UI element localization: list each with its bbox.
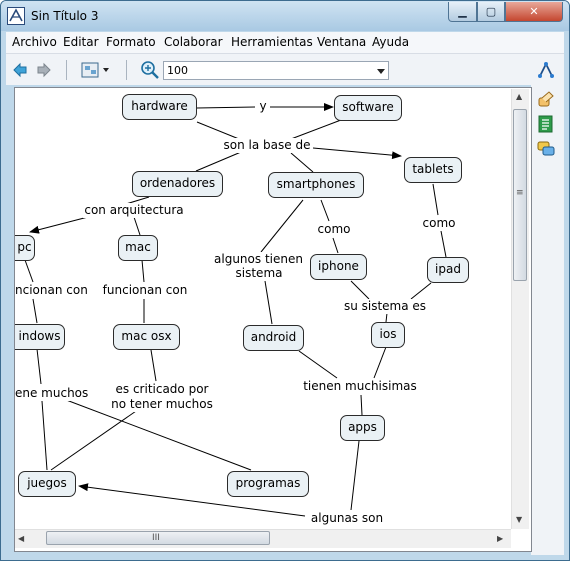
notes-list-icon[interactable] (537, 115, 555, 133)
menu-ventana[interactable]: Ventana (317, 35, 367, 49)
concept-pc[interactable]: pc (15, 235, 35, 261)
menu-herramientas[interactable]: Herramientas (231, 35, 313, 49)
view-options-icon[interactable] (81, 61, 111, 79)
concept-windows[interactable]: indows (15, 324, 65, 350)
link-label-funcionan-con[interactable]: funcionan con (100, 283, 190, 298)
menu-editar[interactable]: Editar (63, 35, 99, 49)
chat-collaboration-icon[interactable] (537, 140, 555, 158)
link-label-funcionan-con[interactable]: ncionan con (15, 283, 88, 298)
concept-android[interactable]: android (243, 325, 304, 351)
concept-hardware[interactable]: hardware (122, 94, 197, 120)
link-label-algunos-tienen[interactable]: algunos tienen (211, 252, 306, 267)
back-arrow-icon[interactable] (12, 62, 28, 78)
menu-formato[interactable]: Formato (106, 35, 156, 49)
link-label-son-la-base-de[interactable]: son la base de (221, 138, 313, 153)
concept-programas[interactable]: programas (227, 471, 309, 497)
concept-mac-osx[interactable]: mac osx (113, 324, 180, 350)
concept-mac[interactable]: mac (118, 235, 158, 261)
horizontal-scroll-thumb[interactable] (46, 531, 270, 545)
scroll-right-arrow-icon[interactable]: ▶ (497, 534, 504, 543)
minimize-button[interactable]: ▁ (448, 2, 477, 22)
concept-iphone[interactable]: iphone (310, 254, 367, 280)
link-label-su-sistema-es[interactable]: su sistema es (341, 299, 429, 314)
link-tool-icon[interactable] (537, 90, 555, 108)
concept-juegos[interactable]: juegos (18, 471, 76, 497)
zoom-magnifier-icon[interactable] (140, 60, 160, 80)
toolbar-separator (66, 60, 67, 80)
concept-tablets[interactable]: tablets (404, 157, 462, 183)
concept-ipad[interactable]: ipad (427, 257, 469, 283)
concept-software[interactable]: software (334, 95, 402, 121)
menu-archivo[interactable]: Archivo (12, 35, 57, 49)
horizontal-grip-icon: III (152, 533, 160, 543)
link-label-como[interactable]: como (315, 222, 353, 237)
close-button[interactable]: ✕ (505, 2, 563, 22)
forward-arrow-icon[interactable] (36, 62, 52, 78)
link-label-sistema[interactable]: sistema (229, 266, 289, 281)
concept-ios[interactable]: ios (371, 322, 405, 348)
window-title: Sin Título 3 (31, 9, 99, 23)
concept-map-connections (24, 103, 447, 517)
maximize-button[interactable]: ▢ (477, 2, 505, 22)
link-label-como[interactable]: como (420, 216, 458, 231)
chevron-down-icon[interactable] (377, 69, 385, 74)
concept-smartphones[interactable]: smartphones (268, 172, 364, 198)
link-label-no-tener-muchos[interactable]: no tener muchos (109, 397, 215, 412)
menu-colaborar[interactable]: Colaborar (164, 35, 223, 49)
concept-apps[interactable]: apps (340, 415, 385, 441)
zoom-combobox[interactable]: 100 (163, 61, 389, 80)
app-logo-icon (7, 7, 25, 25)
link-label-tienen-muchisimas[interactable]: tienen muchisimas (301, 379, 419, 394)
scroll-left-arrow-icon[interactable]: ◀ (18, 534, 25, 543)
link-label-es-criticado-por[interactable]: es criticado por (109, 382, 215, 397)
link-label-algunas-son[interactable]: algunas son (307, 511, 387, 526)
menu-ayuda[interactable]: Ayuda (372, 35, 410, 49)
side-toolbar (531, 85, 564, 555)
link-label-y[interactable]: y (256, 99, 270, 114)
link-label-con-arquitectura[interactable]: con arquitectura (83, 203, 185, 218)
toolbar-separator (126, 60, 127, 80)
zoom-value: 100 (167, 64, 188, 77)
scroll-down-arrow-icon[interactable]: ▼ (516, 515, 523, 524)
scroll-up-arrow-icon[interactable]: ▲ (516, 92, 523, 101)
concept-ordenadores[interactable]: ordenadores (132, 171, 223, 197)
vertical-scroll-thumb[interactable] (513, 109, 527, 281)
menu-bar: Archivo Editar Formato Colaborar Herrami… (6, 32, 564, 54)
title-bar[interactable]: Sin Título 3 ▁ ▢ ✕ (1, 1, 569, 31)
vertical-grip-icon: ≡ (516, 188, 524, 198)
concept-map-tools-icon[interactable] (537, 61, 555, 79)
link-label-tiene-muchos[interactable]: ene muchos (15, 386, 89, 401)
